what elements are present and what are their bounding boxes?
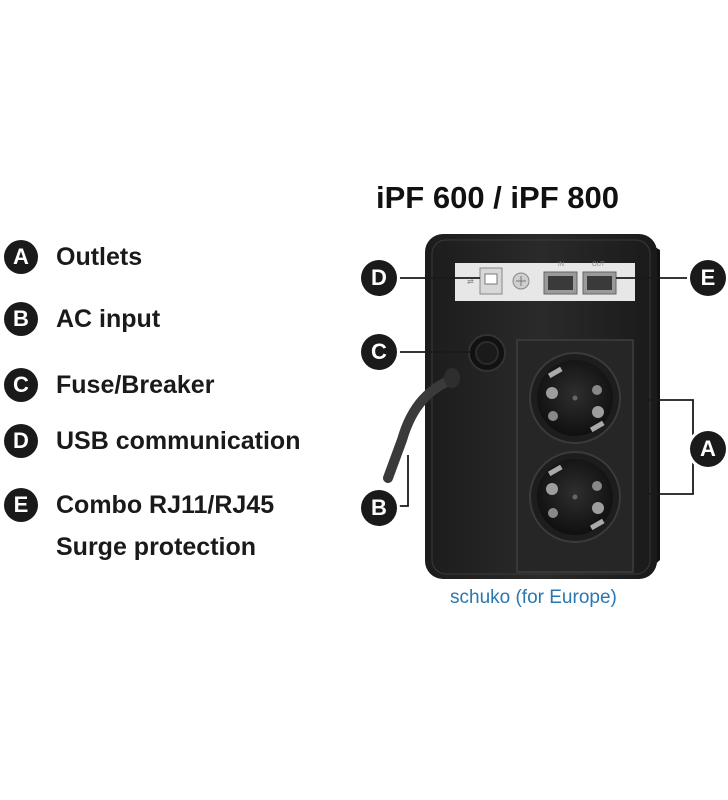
legend-item-a: A Outlets [4, 240, 142, 274]
legend-badge-c: C [4, 368, 38, 402]
port-label-out: OUT [592, 262, 605, 268]
ups-body-edge [431, 239, 651, 575]
legend-badge-d: D [4, 424, 38, 458]
leader-line-b [395, 455, 409, 507]
legend-badge-e: E [4, 488, 38, 522]
legend-label-e: Combo RJ11/RJ45 Surge protection [56, 484, 274, 568]
legend-label-e-line-1: Combo RJ11/RJ45 [56, 491, 275, 519]
ac-cord-grommet [444, 368, 460, 388]
legend-badge-a: A [4, 240, 38, 274]
usb-port-socket [484, 273, 498, 285]
port-label-in: IN [558, 262, 564, 268]
legend-label-a: Outlets [56, 243, 143, 271]
schuko-socket-1 [529, 352, 621, 444]
schuko-socket-2 [529, 451, 621, 543]
outlet-type-caption: schuko (for Europe) [450, 587, 617, 608]
legend-label-b: AC input [56, 305, 161, 333]
svg-text:⇌: ⇌ [467, 277, 474, 286]
legend-item-e: E Combo RJ11/RJ45 Surge protection [4, 488, 274, 568]
callout-leader-lines [395, 277, 694, 507]
legend-label-e-line-2: Surge protection [56, 533, 257, 561]
callout-badge-d: D [361, 260, 397, 296]
callout-badge-b: B [361, 490, 397, 526]
legend-item-d: D USB communication [4, 424, 300, 458]
legend-label-c: Fuse/Breaker [56, 371, 215, 399]
callout-badge-a: A [690, 431, 726, 467]
legend-label-d: USB communication [56, 427, 301, 455]
legend-badge-b: B [4, 302, 38, 336]
legend-item-b: B AC input [4, 302, 160, 336]
callout-badge-e: E [690, 260, 726, 296]
legend-item-c: C Fuse/Breaker [4, 368, 214, 402]
callout-badge-c: C [361, 334, 397, 370]
diagram-title: iPF 600 / iPF 800 [376, 180, 619, 215]
